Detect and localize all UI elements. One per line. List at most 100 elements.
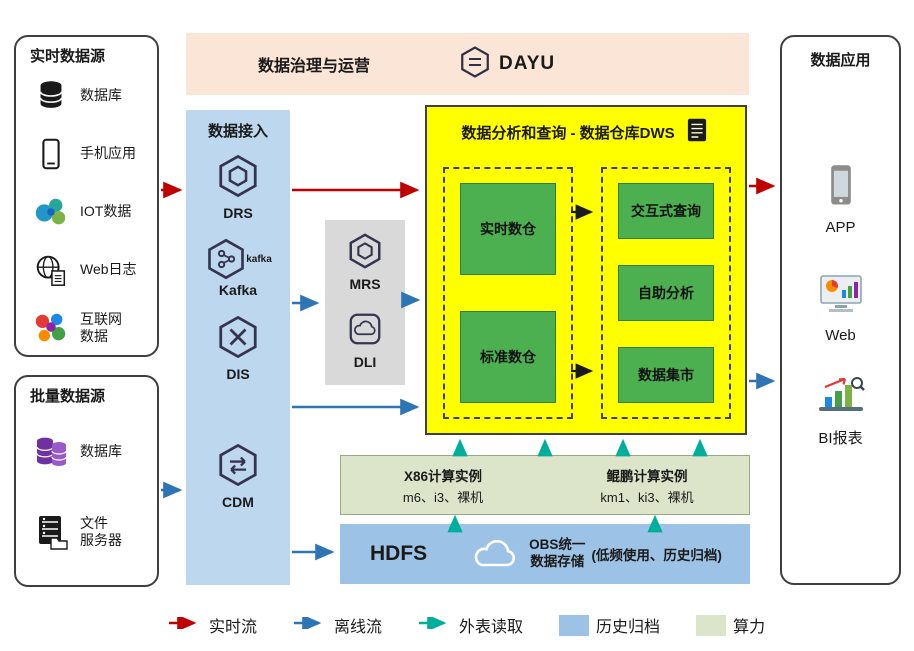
dws-node-standard-warehouse: 标准数仓 bbox=[460, 311, 556, 403]
internet-data-icon bbox=[30, 307, 72, 349]
legend-label: 实时流 bbox=[209, 619, 258, 636]
cdm-icon bbox=[215, 442, 261, 493]
list-item: Web日志 bbox=[30, 246, 151, 294]
panel-storage: HDFS OBS统一 数据存储 (低频使用、历史归档) bbox=[340, 524, 750, 584]
compute-title: 鲲鹏计算实例 bbox=[606, 468, 688, 484]
node-label: MRS bbox=[349, 276, 381, 292]
dws-warehouse-group: 实时数仓 标准数仓 bbox=[443, 167, 573, 419]
compute-title: X86计算实例 bbox=[403, 468, 483, 484]
node-label: CDM bbox=[222, 494, 254, 510]
node-kafka: kafka Kafka bbox=[204, 237, 272, 298]
list-item: IOT数据 bbox=[30, 188, 151, 236]
dis-icon bbox=[215, 314, 261, 365]
purple-database-icon bbox=[30, 431, 72, 473]
panel-governance: 数据治理与运营 DAYU bbox=[186, 33, 749, 95]
applications-title: 数据应用 bbox=[810, 52, 871, 69]
app-label: Web bbox=[825, 327, 856, 344]
app-item-web: Web bbox=[815, 270, 867, 344]
node-drs: DRS bbox=[215, 153, 261, 221]
node-dis: DIS bbox=[215, 314, 261, 382]
obs-label: OBS统一 数据存储 bbox=[529, 537, 586, 569]
legend-swatch-history bbox=[559, 614, 590, 636]
dws-title: 数据分析和查询 - 数据仓库DWS bbox=[461, 125, 675, 142]
panel-ingestion: 数据接入 DRS kafka Kafka DIS CDM bbox=[186, 110, 290, 585]
legend-arrow-blue-icon bbox=[293, 614, 327, 634]
bi-icon bbox=[815, 372, 867, 423]
legend: 实时流 离线流 外表读取 历史归档 算力 bbox=[168, 613, 801, 637]
realtime-sources-title: 实时数据源 bbox=[30, 48, 106, 65]
legend-label: 历史归档 bbox=[596, 619, 661, 636]
panel-dws: 数据分析和查询 - 数据仓库DWS 实时数仓 标准数仓 交互式查询 自助分析 数… bbox=[425, 105, 747, 435]
list-item: 文件 服务器 bbox=[30, 508, 151, 556]
governance-title: 数据治理与运营 bbox=[258, 58, 371, 75]
legend-item-compute: 算力 bbox=[696, 613, 765, 637]
dayu-icon bbox=[458, 45, 492, 84]
legend-label: 离线流 bbox=[334, 619, 383, 636]
legend-item-offline: 离线流 bbox=[293, 613, 382, 637]
panel-realtime-sources: 实时数据源 数据库 手机应用 IOT数据 bbox=[14, 35, 159, 357]
node-mrs: MRS bbox=[346, 232, 384, 292]
panel-applications: 数据应用 APP Web BI报表 bbox=[780, 35, 901, 585]
list-item: 数据库 bbox=[30, 72, 151, 120]
legend-swatch-compute bbox=[696, 614, 727, 636]
dli-icon bbox=[346, 310, 384, 353]
app-item-bi: BI报表 bbox=[815, 372, 867, 448]
dws-query-group: 交互式查询 自助分析 数据集市 bbox=[601, 167, 731, 419]
dws-node-realtime-warehouse: 实时数仓 bbox=[460, 183, 556, 275]
compute-kunpeng: 鲲鹏计算实例 km1、ki3、裸机 bbox=[545, 456, 749, 514]
batch-sources-list: 数据库 文件 服务器 bbox=[30, 428, 151, 556]
drs-icon bbox=[215, 153, 261, 204]
panel-batch-sources: 批量数据源 数据库 文件 服务器 bbox=[14, 375, 159, 587]
panel-compute: X86计算实例 m6、i3、裸机 鲲鹏计算实例 km1、ki3、裸机 bbox=[340, 455, 750, 515]
dws-title-row: 数据分析和查询 - 数据仓库DWS bbox=[427, 116, 745, 149]
weblog-icon bbox=[30, 249, 72, 291]
node-dli: DLI bbox=[346, 310, 384, 370]
iot-icon bbox=[30, 191, 72, 233]
dws-node-self-analysis: 自助分析 bbox=[618, 265, 714, 321]
obs-cloud-icon bbox=[469, 534, 521, 574]
legend-label: 外表读取 bbox=[459, 619, 524, 636]
legend-item-history: 历史归档 bbox=[559, 613, 660, 637]
app-phone-icon bbox=[819, 162, 863, 215]
dws-node-data-mart: 数据集市 bbox=[618, 347, 714, 403]
dws-document-icon bbox=[683, 116, 711, 149]
app-label: BI报表 bbox=[818, 430, 863, 447]
compute-spec: m6、i3、裸机 bbox=[402, 489, 484, 505]
realtime-sources-list: 数据库 手机应用 IOT数据 Web日志 bbox=[30, 72, 151, 352]
source-label: 互联网 数据 bbox=[80, 310, 122, 345]
app-label: APP bbox=[825, 219, 856, 236]
node-label: DIS bbox=[226, 366, 250, 382]
app-item-app: APP bbox=[819, 162, 863, 236]
legend-item-external-read: 外表读取 bbox=[418, 613, 523, 637]
source-label: 手机应用 bbox=[80, 145, 136, 162]
legend-arrow-teal-icon bbox=[418, 614, 452, 634]
legend-item-realtime: 实时流 bbox=[168, 613, 257, 637]
kafka-logo-text: kafka bbox=[246, 253, 272, 265]
phone-icon bbox=[30, 133, 72, 175]
dws-node-interactive-query: 交互式查询 bbox=[618, 183, 714, 239]
source-label: IOT数据 bbox=[80, 203, 132, 220]
web-icon bbox=[815, 270, 867, 323]
dayu-brand: DAYU bbox=[458, 45, 555, 84]
database-icon bbox=[30, 75, 72, 117]
compute-x86: X86计算实例 m6、i3、裸机 bbox=[341, 456, 545, 514]
source-label: 数据库 bbox=[80, 87, 122, 104]
hdfs-title: HDFS bbox=[370, 542, 428, 565]
source-label: Web日志 bbox=[80, 261, 137, 278]
source-label: 数据库 bbox=[80, 443, 122, 460]
list-item: 数据库 bbox=[30, 428, 151, 476]
panel-processing: MRS DLI bbox=[325, 220, 405, 385]
compute-spec: km1、ki3、裸机 bbox=[600, 489, 694, 505]
source-label: 文件 服务器 bbox=[80, 514, 122, 549]
node-cdm: CDM bbox=[215, 442, 261, 510]
legend-arrow-red-icon bbox=[168, 614, 202, 634]
file-server-icon bbox=[30, 511, 72, 553]
batch-sources-title: 批量数据源 bbox=[30, 388, 106, 405]
mrs-icon bbox=[346, 232, 384, 275]
ingestion-title: 数据接入 bbox=[207, 123, 268, 140]
dayu-brand-text: DAYU bbox=[499, 53, 556, 74]
node-label: Kafka bbox=[218, 282, 258, 298]
obs-note: (低频使用、历史归档) bbox=[591, 548, 722, 563]
list-item: 手机应用 bbox=[30, 130, 151, 178]
